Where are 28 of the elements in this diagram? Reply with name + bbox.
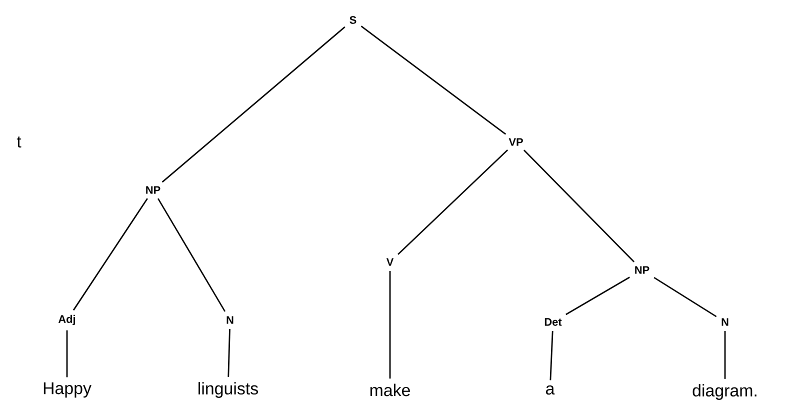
word-label: make [370,384,410,396]
category-label: N [722,318,728,326]
category-label: NP [146,186,160,194]
category-label: Det [544,318,562,326]
tree-branch [389,270,391,379]
category-label: VP [508,138,523,146]
tree-branch [72,198,148,311]
tree-branch [66,330,68,378]
category-label: NP [635,266,650,274]
tree-branch [162,26,346,183]
category-label: N [226,316,234,324]
fragment-label: t [16,136,22,148]
tree-branch [157,198,226,312]
tree-branch [654,276,717,318]
word-label: diagram. [692,384,756,400]
tree-branch [550,330,554,380]
tree-branch [228,328,230,377]
tree-branch [566,276,630,316]
category-label: S [350,16,356,24]
tree-branch [724,330,726,379]
word-label: linguists [198,382,258,398]
category-label: Adj [58,314,76,326]
word-label: Happy [44,382,92,398]
tree-branch [523,150,635,262]
tree-branch [398,150,508,255]
word-label: a [546,385,555,395]
tree-branch [360,26,506,135]
category-label: V [386,258,394,266]
